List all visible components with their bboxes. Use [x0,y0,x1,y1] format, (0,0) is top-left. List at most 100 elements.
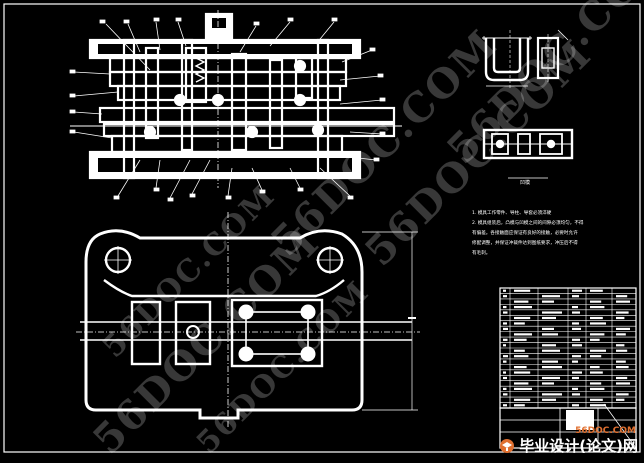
table-cell-mark [616,327,630,330]
note-line-4: 修配调整，并保证冲裁件达到图纸要求，冲压后不得 [472,239,578,246]
table-cell-mark [514,382,529,385]
drawing-border [3,3,641,453]
table-cell-mark [590,404,606,407]
table-cell-mark [572,289,582,292]
note-line-5: 有毛刺。 [472,249,490,256]
table-cell-mark [572,322,579,325]
table-cell-mark [503,344,506,347]
table-cell-mark [503,306,507,309]
table-cell-mark [616,333,626,336]
small-view-label: 凹模 [520,179,530,186]
part-u-shape-view [482,29,569,88]
plan-dimensions [362,231,418,411]
table-cell-mark [572,327,581,330]
table-cell-mark [590,398,603,401]
table-cell-mark [542,366,562,369]
table-cell-mark [542,300,554,303]
table-cell-mark [616,300,630,303]
table-cell-mark [503,376,507,380]
table-cell-mark [616,366,629,369]
table-cell-mark [572,306,578,309]
table-cell-mark [503,387,507,390]
table-cell-mark [590,338,600,341]
table-cell-mark [590,355,602,358]
part-leaders [69,17,386,202]
table-cell-mark [503,338,508,341]
table-cell-mark [616,382,630,385]
table-cell-mark [514,316,531,320]
table-cell-mark [616,316,625,320]
note-line-2: 2. 模具组装后，凸模与凹模之间的间隙必须均匀，不得 [472,219,584,226]
table-cell-mark [572,355,581,358]
table-cell-mark [542,327,554,330]
table-cell-mark [503,327,508,330]
table-cell-mark [503,355,508,358]
title-block [499,403,637,449]
table-cell-mark [616,393,629,396]
table-cell-mark [514,322,525,325]
table-cell-mark [590,300,602,303]
table-cell-mark [503,393,508,396]
table-cell-mark [616,311,629,314]
table-cell-mark [514,371,531,374]
table-cell-mark [542,349,560,352]
table-cell-mark [572,404,579,407]
table-cell-mark [590,322,606,325]
table-cell-mark [590,382,602,385]
table-cell-mark [572,393,580,396]
graduation-cap-icon [500,438,515,453]
table-cell-mark [590,289,603,292]
table-cell-mark [503,311,508,314]
brand-url: 56DOC.COM [575,426,636,436]
note-line-3: 有偏差。各接触面应保证有良好的接触，必要时允许 [472,229,578,236]
table-cell-mark [590,387,605,390]
strip-layout-view [482,128,574,179]
table-cell-mark [572,344,582,347]
table-cell-mark [542,333,558,336]
table-cell-mark [616,360,626,363]
table-cell-mark [616,376,628,380]
plan-view [76,212,420,428]
table-cell-mark [542,393,562,396]
table-cell-mark [503,322,507,325]
table-cell-mark [572,376,579,380]
table-cell-mark [590,333,605,336]
table-cell-mark [616,349,628,352]
table-cell-mark [514,289,531,292]
brand-name: 毕业设计(论文)网 [519,437,638,455]
table-cell-mark [590,316,603,320]
table-cell-mark [514,349,525,352]
table-cell-mark [514,338,527,341]
table-cell-mark [503,371,506,374]
table-cell-mark [590,366,600,369]
table-cell-mark [542,344,556,347]
table-cell-mark [572,295,579,298]
table-cell-mark [503,360,507,363]
table-cell-mark [572,387,578,390]
table-cell-mark [503,404,507,407]
table-cell-mark [616,344,625,347]
table-cell-mark [503,289,506,292]
table-cell-mark [572,311,580,314]
table-cell-mark [514,398,531,401]
table-cell-mark [572,338,580,341]
table-cell-mark [514,355,529,358]
table-cell-mark [542,316,556,320]
technical-notes: 1. 模具工作零件、导柱、导套必须淬硬 2. 模具组装后，凸模与凹模之间的间隙必… [472,209,584,256]
table-cell-mark [514,387,532,390]
table-cell-mark [590,349,606,352]
table-cell-mark [503,295,507,298]
table-cell-mark [572,360,578,363]
table-cell-mark [542,398,556,401]
table-cell-mark [572,371,582,374]
table-cell-mark [616,295,628,298]
table-cell-mark [542,376,560,380]
table-cell-mark [514,366,527,369]
table-cell-mark [590,371,603,374]
table-cell-mark [514,404,525,407]
note-line-1: 1. 模具工作零件、导柱、导套必须淬硬 [472,209,552,216]
parts-list-table [499,287,637,409]
table-cell-mark [514,306,532,309]
table-cell-mark [542,360,558,363]
